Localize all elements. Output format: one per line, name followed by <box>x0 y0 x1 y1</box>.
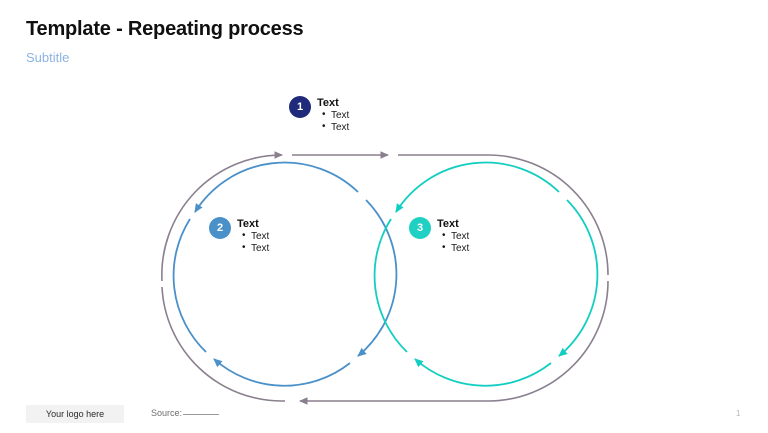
track-segment-top-right <box>398 154 609 276</box>
step-badge-1: 1 <box>289 96 311 118</box>
source-text: Source: <box>151 408 183 418</box>
list-item: Text <box>442 230 470 244</box>
step-heading-2: Text <box>237 218 259 230</box>
list-item: Text <box>322 121 350 135</box>
page-subtitle: Subtitle <box>26 50 70 65</box>
loop-blue-arc-left <box>172 218 207 353</box>
loop-blue-arc-top <box>194 161 359 213</box>
step-body-1: Text Text Text <box>317 96 349 135</box>
step-badge-3: 3 <box>409 217 431 239</box>
loop-teal-arc-right <box>558 199 599 357</box>
step-bullets-1: Text Text <box>317 109 350 135</box>
step-heading-3: Text <box>437 218 459 230</box>
list-item: Text <box>322 109 350 123</box>
loop-blue-arc-right <box>357 199 398 357</box>
source-label: Source: <box>151 408 220 418</box>
list-item: Text <box>442 242 470 256</box>
loop-teal-arc-top <box>395 161 560 213</box>
step-callout-1[interactable]: 1 Text Text Text <box>289 96 349 135</box>
step-body-3: Text Text Text <box>437 217 469 256</box>
step-badge-2: 2 <box>209 217 231 239</box>
track-segment-bottom-right <box>299 280 609 405</box>
page-title: Template - Repeating process <box>26 18 304 40</box>
step-callout-2[interactable]: 2 Text Text Text <box>209 217 269 256</box>
track-segment-top-left <box>161 151 283 282</box>
step-bullets-2: Text Text <box>237 230 270 256</box>
page-number: 1 <box>736 409 741 418</box>
list-item: Text <box>242 230 270 244</box>
step-bullets-3: Text Text <box>437 230 470 256</box>
logo-placeholder[interactable]: Your logo here <box>26 405 124 423</box>
list-item: Text <box>242 242 270 256</box>
step-heading-1: Text <box>317 97 339 109</box>
source-blank-rule <box>183 414 220 415</box>
step-body-2: Text Text Text <box>237 217 269 256</box>
loop-teal-arc-bottom <box>414 358 552 387</box>
track-segment-bottom-left-curve <box>161 286 285 402</box>
loop-blue-arc-bottom <box>213 358 351 387</box>
loop-teal-arc-left <box>373 218 408 353</box>
step-callout-3[interactable]: 3 Text Text Text <box>409 217 469 256</box>
